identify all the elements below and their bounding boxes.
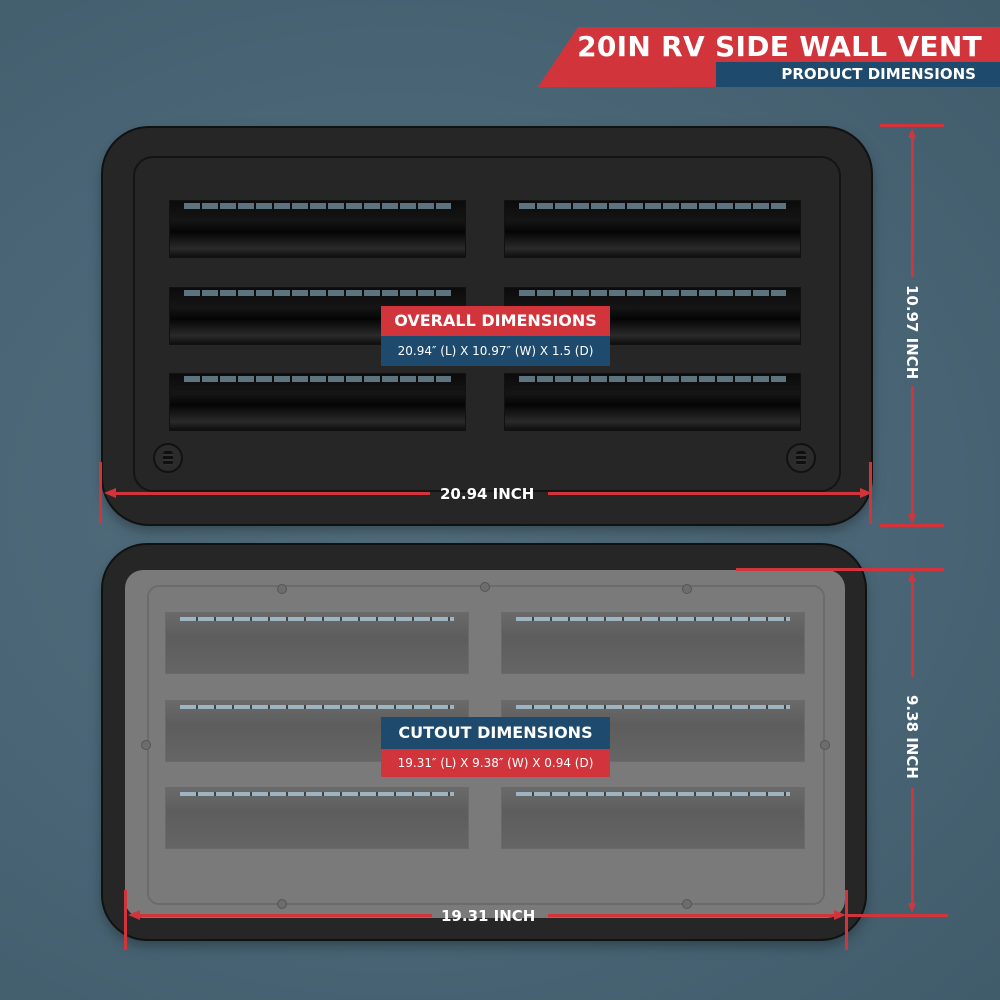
screw-icon bbox=[141, 740, 151, 750]
louver-slot bbox=[501, 612, 805, 674]
louver-slot bbox=[169, 200, 466, 258]
page-title: 20IN RV SIDE WALL VENT bbox=[577, 30, 982, 63]
overall-width-extension-left bbox=[99, 462, 102, 524]
overall-height-extension-bottom bbox=[880, 524, 944, 527]
vent-front-inner-frame bbox=[133, 156, 841, 492]
cutout-dimensions-detail: 19.31″ (L) X 9.38″ (W) X 0.94 (D) bbox=[381, 749, 610, 777]
screw-icon bbox=[277, 899, 287, 909]
overall-height-label: 10.97 INCH bbox=[903, 285, 921, 380]
cutout-width-extension-right bbox=[845, 890, 848, 950]
overall-height-line-bottom bbox=[911, 386, 914, 516]
subtitle-bar bbox=[716, 62, 1000, 87]
louver-slot bbox=[504, 200, 801, 258]
screw-icon bbox=[277, 584, 287, 594]
arrow-down-icon bbox=[908, 903, 916, 913]
cutout-height-line-top bbox=[911, 575, 914, 677]
cutout-dimensions-heading: CUTOUT DIMENSIONS bbox=[381, 717, 610, 749]
screw-icon bbox=[820, 740, 830, 750]
cutout-width-line-left bbox=[134, 914, 432, 917]
arrow-up-icon bbox=[908, 572, 916, 582]
overall-width-line-left bbox=[110, 492, 430, 495]
louver-slot bbox=[501, 787, 805, 849]
cutout-width-line-right bbox=[548, 914, 836, 917]
cutout-height-line-bottom bbox=[911, 788, 914, 908]
arrow-down-icon bbox=[908, 514, 916, 524]
arrow-right-icon bbox=[860, 488, 872, 498]
arrow-up-icon bbox=[908, 128, 916, 138]
louver-slot bbox=[169, 373, 466, 431]
louver-slot bbox=[165, 787, 469, 849]
arrow-left-icon bbox=[104, 488, 116, 498]
screw-icon bbox=[682, 899, 692, 909]
screw-icon bbox=[786, 443, 816, 473]
overall-height-extension-top bbox=[880, 124, 944, 127]
cutout-height-extension-bottom bbox=[848, 914, 948, 917]
overall-width-line-right bbox=[548, 492, 860, 495]
overall-dimensions-detail: 20.94″ (L) X 10.97″ (W) X 1.5 (D) bbox=[381, 336, 610, 366]
louver-slot bbox=[165, 612, 469, 674]
cutout-height-label: 9.38 INCH bbox=[903, 695, 921, 779]
arrow-right-icon bbox=[834, 910, 846, 920]
page-subtitle: PRODUCT DIMENSIONS bbox=[781, 65, 976, 83]
screw-icon bbox=[682, 584, 692, 594]
overall-height-line-top bbox=[911, 132, 914, 277]
cutout-width-label: 19.31 INCH bbox=[441, 907, 536, 925]
overall-width-label: 20.94 INCH bbox=[440, 485, 535, 503]
cutout-height-extension-top bbox=[736, 568, 944, 571]
louver-slot bbox=[504, 373, 801, 431]
overall-dimensions-heading: OVERALL DIMENSIONS bbox=[381, 306, 610, 336]
cutout-width-extension-left bbox=[124, 890, 127, 950]
screw-icon bbox=[480, 582, 490, 592]
arrow-left-icon bbox=[128, 910, 140, 920]
screw-icon bbox=[153, 443, 183, 473]
